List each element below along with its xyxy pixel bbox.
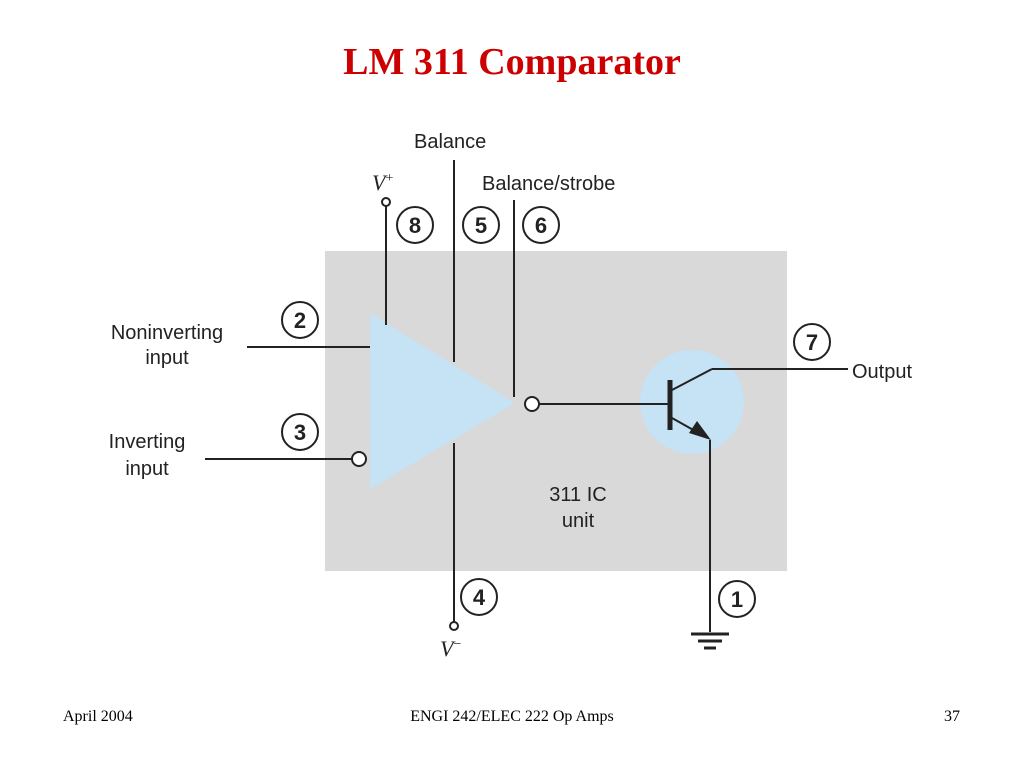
pin-number-6: 6 <box>535 213 547 238</box>
label-inverting-line2: input <box>125 458 169 480</box>
op-amp-output-bubble <box>524 396 540 412</box>
pin-number-2: 2 <box>294 308 306 333</box>
inverting-input-bubble <box>351 451 367 467</box>
label-v-plus: V+ <box>372 170 393 195</box>
pin-circle-1 <box>718 580 756 618</box>
v-minus-terminal <box>449 621 459 631</box>
label-ic-line1: 311 IC <box>549 484 606 506</box>
pin-number-7: 7 <box>806 330 818 355</box>
transistor-circle <box>640 350 744 454</box>
label-noninverting-line1: Noninverting <box>111 322 223 344</box>
label-inverting-line1: Inverting <box>109 431 186 453</box>
footer-course: ENGI 242/ELEC 222 Op Amps <box>410 708 614 725</box>
footer-date: April 2004 <box>63 708 133 725</box>
pin-circle-7 <box>793 323 831 361</box>
pin-circle-8 <box>396 206 434 244</box>
pin-number-5: 5 <box>475 213 487 238</box>
pin-number-4: 4 <box>473 585 486 610</box>
pin-circle-5 <box>462 206 500 244</box>
pin-circle-6 <box>522 206 560 244</box>
label-v-minus: V− <box>440 636 461 661</box>
pin-circle-2 <box>281 301 319 339</box>
transistor-collector <box>671 368 713 391</box>
pin-number-3: 3 <box>294 420 306 445</box>
pin-circle-4 <box>460 578 498 616</box>
footer-page-number: 37 <box>944 708 960 725</box>
pin-number-1: 1 <box>731 587 743 612</box>
pin-number-8: 8 <box>409 213 421 238</box>
slide-title: LM 311 Comparator <box>343 41 681 83</box>
label-ic-line2: unit <box>562 510 595 532</box>
op-amp-triangle <box>370 313 515 489</box>
pin-circle-3 <box>281 413 319 451</box>
label-noninverting-line2: input <box>145 347 189 369</box>
label-output: Output <box>852 361 912 383</box>
v-plus-terminal <box>381 197 391 207</box>
emitter-arrow <box>689 421 711 440</box>
label-balance: Balance <box>414 131 486 153</box>
label-balance-strobe: Balance/strobe <box>482 173 615 195</box>
